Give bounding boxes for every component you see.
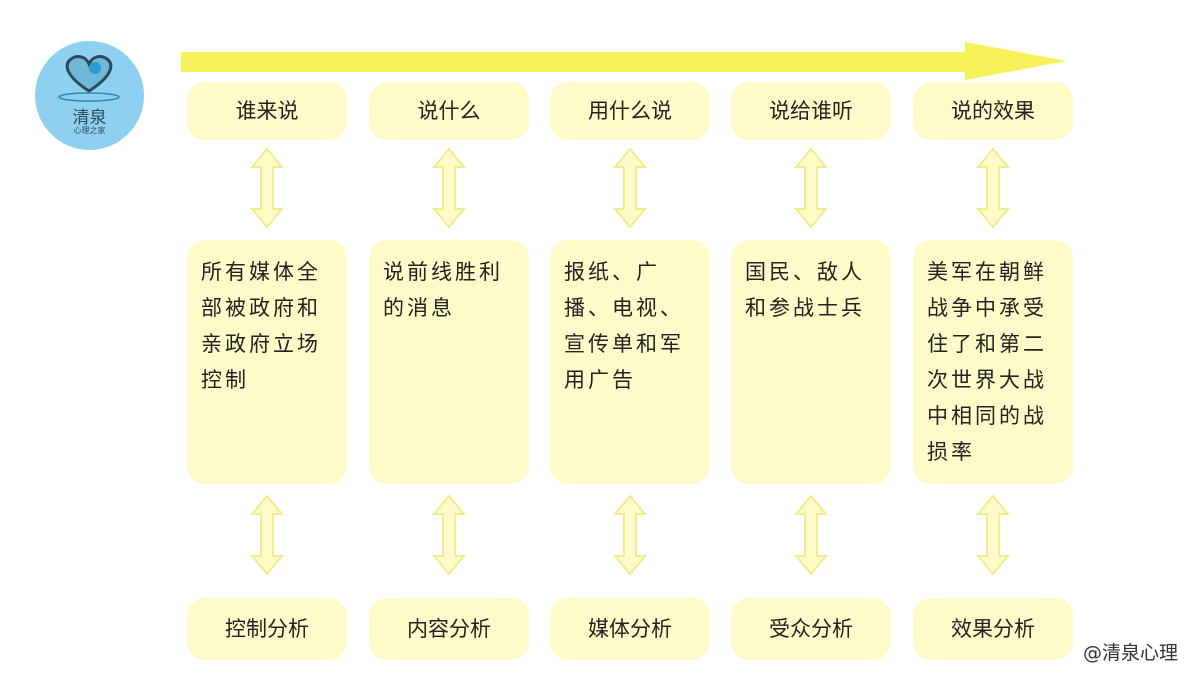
stage-header: 用什么说 [550,82,710,140]
logo-title: 清泉 [72,108,107,128]
double-arrow-icon [612,494,648,580]
double-arrow-icon [431,147,467,233]
stage-content: 国民、敌人和参战士兵 [731,240,891,484]
stage-content: 报纸、广播、电视、宣传单和军用广告 [550,240,710,484]
analysis-box: 控制分析 [187,598,347,660]
double-arrow-icon [249,147,285,233]
stage-header-label: 用什么说 [588,99,672,123]
analysis-box: 内容分析 [369,598,529,660]
analysis-label: 控制分析 [225,617,309,641]
analysis-label: 内容分析 [407,617,491,641]
stage-header: 说的效果 [913,82,1073,140]
watermark: @清泉心理 [1082,642,1178,664]
logo-subtitle: 心理之家 [73,126,106,135]
stage-header-label: 谁来说 [235,99,299,123]
stage-content: 说前线胜利的消息 [369,240,529,484]
stage-header: 说什么 [369,82,529,140]
analysis-label: 媒体分析 [588,617,672,641]
stage-header-label: 说给谁听 [769,99,853,123]
analysis-box: 效果分析 [913,598,1073,660]
double-arrow-icon [793,147,829,233]
double-arrow-icon [975,147,1011,233]
analysis-label: 受众分析 [769,617,853,641]
analysis-box: 媒体分析 [550,598,710,660]
analysis-label: 效果分析 [951,617,1035,641]
stage-header-label: 说什么 [417,99,481,123]
stage-content: 所有媒体全部被政府和亲政府立场控制 [187,240,347,484]
double-arrow-icon [793,494,829,580]
heart-water-icon [58,55,120,102]
double-arrow-icon [975,494,1011,580]
double-arrow-icon [612,147,648,233]
timeline-arrow [181,42,1067,80]
stage-content: 美军在朝鲜战争中承受住了和第二次世界大战中相同的战损率 [913,240,1073,484]
analysis-box: 受众分析 [731,598,891,660]
logo: 清泉 心理之家 [35,41,144,150]
stage-header: 说给谁听 [731,82,891,140]
stage-header: 谁来说 [187,82,347,140]
double-arrow-icon [249,494,285,580]
stage-header-label: 说的效果 [951,99,1035,123]
double-arrow-icon [431,494,467,580]
